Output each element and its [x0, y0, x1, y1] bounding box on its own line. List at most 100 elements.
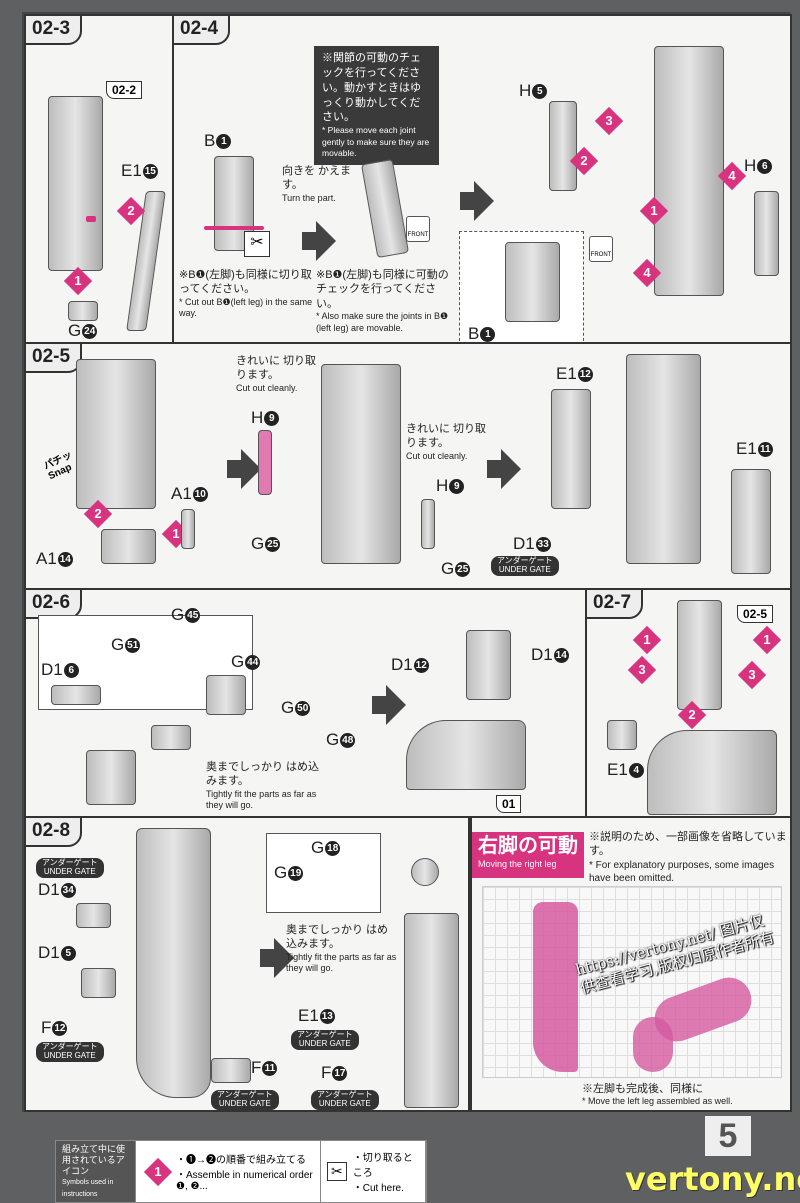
check-note: ※関節の可動のチェックを行ってください。動かすときはゆっくり動かしてください。*… — [314, 46, 439, 165]
leg-frame-part — [654, 46, 724, 296]
next-arrow — [372, 685, 406, 725]
detail-part — [505, 242, 560, 322]
leg-bent-lower — [633, 1017, 673, 1072]
e1-part — [731, 469, 771, 574]
f-part — [211, 1058, 251, 1083]
step-title: 02-7 — [587, 590, 644, 619]
detail-inset — [266, 833, 381, 913]
leg-part — [321, 364, 401, 564]
g44-part — [206, 675, 246, 715]
leg-part — [626, 354, 701, 564]
front-icon: FRONT — [589, 236, 613, 262]
legend-assemble: 1 ・❶→❷の順番で組み立てる・Assemble in numerical or… — [136, 1141, 321, 1203]
tight-note: 奥までしっかり はめ込みます。Tightly fit the parts as … — [206, 761, 320, 811]
leg-part — [136, 828, 211, 1098]
order-4: 4 — [717, 161, 747, 191]
ref-label: 01 — [496, 795, 522, 813]
order-1: 1 — [632, 625, 662, 655]
side-part — [549, 101, 577, 191]
ref-label: 02-5 — [737, 605, 774, 623]
d1-part — [81, 968, 116, 998]
section-title-en: Moving the right leg — [478, 859, 557, 869]
step-title: 02-8 — [26, 818, 83, 847]
small-part — [181, 509, 195, 549]
order-2: 2 — [569, 146, 599, 176]
knee-part — [101, 529, 156, 564]
step-title: 02-3 — [26, 16, 83, 45]
order-1: 1 — [63, 266, 93, 296]
ankle-part — [466, 630, 511, 700]
cut-note: ※B❶(左脚)も同様に切り取ってください。* Cut out B❶(left l… — [179, 269, 313, 319]
order-2: 2 — [116, 196, 146, 226]
cut-clean-note: きれいに 切り取ります。Cut out cleanly. — [236, 355, 317, 393]
h9-part — [421, 499, 435, 549]
foot-part — [86, 750, 136, 805]
order-3: 3 — [594, 106, 624, 136]
cut-marker — [204, 226, 264, 230]
foot-part — [68, 301, 98, 321]
watermark: vertony.net — [625, 1160, 800, 1198]
leg-part — [48, 96, 103, 271]
order-1: 1 — [639, 196, 669, 226]
nipper-icon: ✂ — [244, 231, 270, 257]
joint-part — [151, 725, 191, 750]
order-icon: 1 — [143, 1157, 173, 1186]
next-arrow — [460, 181, 494, 221]
tight-note: 奥までしっかり はめ込みます。Tightly fit the parts as … — [286, 924, 397, 974]
next-arrow — [260, 938, 294, 978]
cut-clean-note: きれいに 切り取ります。Cut out cleanly. — [406, 423, 487, 461]
turn-note: 向きを かえます。Turn the part. — [282, 165, 352, 203]
order-1: 1 — [752, 625, 782, 655]
front-icon: FRONT — [406, 216, 430, 242]
order-2: 2 — [677, 700, 707, 730]
ref-label: 02-2 — [106, 81, 143, 99]
order-3: 3 — [627, 655, 657, 685]
leg-part — [677, 600, 722, 710]
left-leg-note: ※左脚も完成後、同様に* Move the left leg assembled… — [582, 1082, 782, 1108]
d1-part — [76, 903, 111, 928]
next-arrow — [227, 449, 261, 489]
e1-part — [607, 720, 637, 750]
foot-part — [406, 720, 526, 790]
h9-part — [258, 430, 272, 495]
toe-part — [51, 685, 101, 705]
